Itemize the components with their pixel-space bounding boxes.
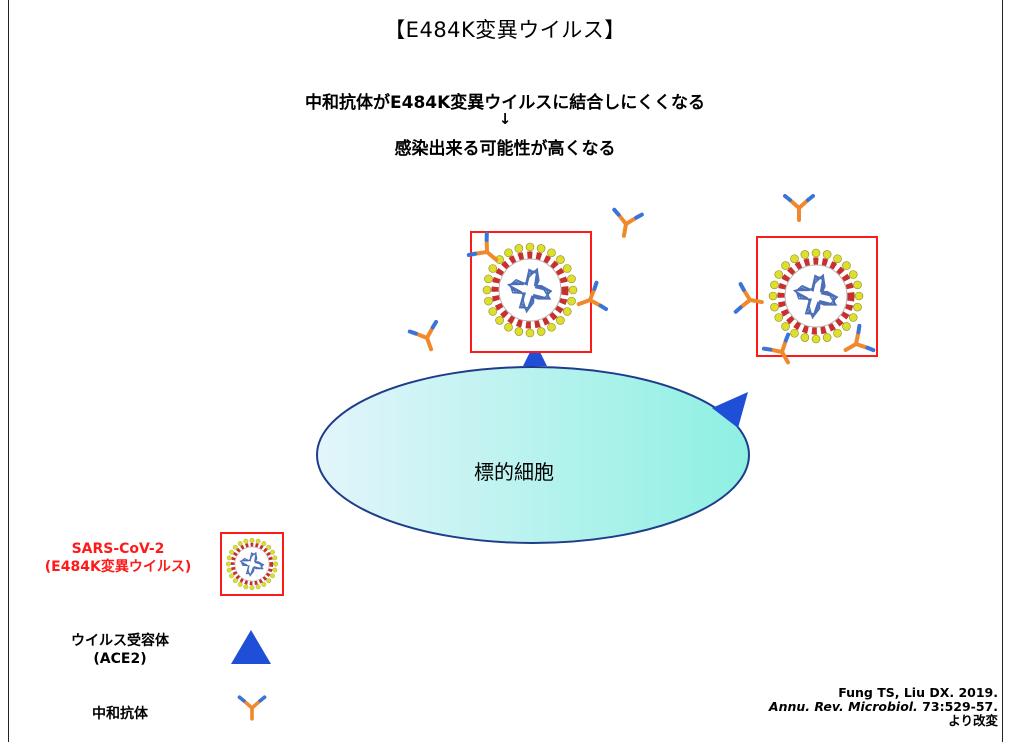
antibody-icon [407, 319, 447, 357]
legend-antibody-label: 中和抗体 [92, 706, 148, 722]
slide-title: 【E484K変異ウイルス】 [384, 18, 626, 42]
citation-authors: Fung TS, Liu DX. 2019. [838, 685, 998, 700]
headline-arrow: ↓ [498, 110, 512, 128]
citation-journal: Annu. Rev. Microbiol. [768, 699, 918, 714]
legend-receptor-line2: (ACE2) [93, 651, 147, 667]
legend-receptor-label: ウイルス受容体 (ACE2) [30, 632, 210, 668]
legend-virus-label: SARS-CoV-2 (E484K変異ウイルス) [18, 540, 218, 576]
legend-virus-line2: (E484K変異ウイルス) [44, 559, 192, 575]
antibody-icon [783, 194, 815, 222]
citation-pages: 73:529-57. [922, 699, 998, 714]
antibody-icon [608, 207, 644, 241]
headline-line1: 中和抗体がE484K変異ウイルスに結合しにくくなる [305, 93, 705, 113]
legend-receptor-line1: ウイルス受容体 [71, 633, 169, 649]
citation: Fung TS, Liu DX. 2019. Annu. Rev. Microb… [769, 686, 998, 728]
legend-receptor-triangle-icon [231, 630, 271, 664]
legend-virus-icon [220, 532, 284, 596]
virus-bound [470, 231, 592, 353]
receptor-right [712, 392, 748, 428]
slide-frame [8, 0, 1003, 742]
target-cell-label: 標的細胞 [474, 460, 554, 484]
target-cell [316, 366, 750, 544]
legend-antibody-y-icon [237, 695, 267, 721]
legend-virus-line1: SARS-CoV-2 [71, 541, 165, 557]
citation-note: より改変 [948, 713, 998, 728]
citation-journal-line: Annu. Rev. Microbiol. 73:529-57. [769, 700, 998, 714]
headline-line2: 感染出来る可能性が高くなる [394, 139, 616, 159]
receptor-top [523, 342, 547, 366]
